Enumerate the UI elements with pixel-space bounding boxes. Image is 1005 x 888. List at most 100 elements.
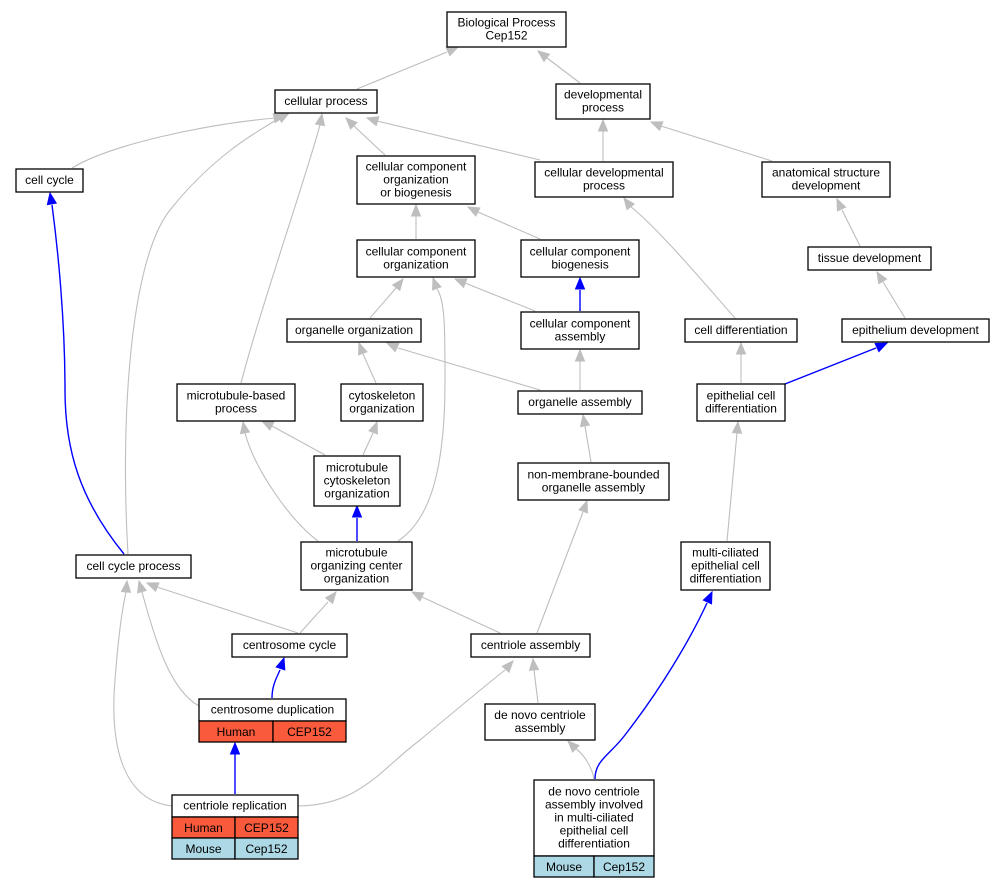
node-organelle-assembly[interactable]: organelle assembly	[517, 390, 643, 415]
gene-cell	[593, 855, 655, 878]
node-box	[520, 239, 640, 278]
node-epithelium-development[interactable]: epithelium development	[841, 318, 990, 343]
edge-line	[376, 120, 541, 161]
node-box	[534, 161, 674, 198]
edge-line	[271, 669, 281, 699]
edge-arrowhead	[385, 342, 400, 353]
edge-arrowhead	[528, 657, 540, 671]
node-centriole-assembly[interactable]: centriole assembly	[470, 633, 591, 658]
node-label: development	[792, 179, 861, 193]
edge-centrosome-duplication-to-centrosome-cycle	[271, 656, 286, 699]
node-box	[75, 554, 192, 579]
node-label: centrosome cycle	[243, 638, 337, 652]
node-box	[274, 89, 378, 114]
edge-arrowhead	[145, 582, 160, 593]
edge-arrowhead	[275, 656, 286, 671]
node-label: assembly involved	[545, 798, 643, 812]
node-label: cellular component	[530, 245, 631, 259]
edge-line	[477, 211, 541, 240]
node-box	[446, 11, 567, 48]
gene-label: CEP152	[287, 725, 332, 739]
node-box	[533, 779, 655, 857]
edge-arrowhead	[876, 270, 888, 285]
edge-arrowhead	[445, 46, 460, 57]
node-box	[15, 168, 84, 193]
edge-de-novo-centriole-assembly-to-centriole-assembly	[528, 657, 540, 704]
edge-centriole-replication-to-centrosome-duplication	[229, 741, 241, 794]
edge-arrowhead	[466, 206, 481, 217]
species-label: Human	[184, 821, 223, 835]
node-label: process	[583, 179, 625, 193]
edge-arrowhead	[260, 420, 275, 431]
edge-arrowhead	[239, 420, 251, 435]
node-cell-cycle[interactable]: cell cycle	[15, 168, 84, 193]
edge-line	[546, 57, 581, 84]
node-label: or biogenesis	[380, 186, 451, 200]
node-box	[470, 633, 591, 658]
node-label: cellular component	[366, 245, 467, 259]
node-box	[761, 161, 891, 198]
node-label: assembly	[515, 721, 566, 735]
edge-line	[584, 425, 592, 463]
edge-arrowhead	[410, 203, 422, 217]
edge-line	[271, 425, 326, 456]
edge-line	[536, 511, 584, 634]
node-label: tissue development	[818, 251, 922, 265]
node-cell-cycle-process[interactable]: cell cycle process	[75, 554, 192, 579]
node-label: cytoskeleton	[324, 474, 391, 488]
edge-cc-biogenesis-to-cc-org-biogenesis	[466, 206, 541, 240]
node-box	[300, 541, 413, 591]
node-tissue-development[interactable]: tissue development	[807, 246, 932, 271]
edge-line	[660, 125, 773, 162]
edge-centriole-replication-to-cell-cycle-process	[113, 579, 173, 807]
edge-mt-cytoskeleton-organization-to-cytoskeleton-organization	[362, 420, 378, 456]
node-label: organizing center	[310, 559, 402, 573]
node-label: Biological Process	[457, 16, 555, 30]
node-centrosome-cycle[interactable]: centrosome cycle	[231, 633, 348, 658]
edge-line	[882, 281, 906, 319]
node-label: cellular process	[284, 94, 367, 108]
edge-organelle-organization-to-cc-organization	[369, 277, 404, 319]
edge-mtoc-organization-to-cc-organization	[397, 276, 446, 542]
edge-microtubule-based-process-to-cellular-process	[240, 112, 326, 384]
node-box	[176, 383, 296, 422]
node-cell-differentiation[interactable]: cell differentiation	[684, 318, 798, 343]
edge-arrowhead	[314, 112, 326, 127]
node-box	[807, 246, 932, 271]
node-box	[356, 239, 476, 278]
edge-arrowhead	[410, 591, 425, 602]
edge-arrowhead	[579, 413, 591, 428]
edge-line	[240, 124, 321, 384]
edge-line	[362, 353, 377, 384]
edge-line	[244, 432, 319, 542]
edge-arrowhead	[324, 590, 337, 605]
edge-arrowhead	[120, 579, 132, 593]
node-cellular-process[interactable]: cellular process	[274, 89, 378, 114]
node-label: organization	[349, 402, 414, 416]
edge-arrowhead	[365, 116, 380, 127]
node-organelle-organization[interactable]: organelle organization	[286, 318, 422, 343]
edge-epithelial-cell-differentiation-to-cell-differentiation	[735, 341, 747, 383]
edge-line	[574, 747, 595, 780]
